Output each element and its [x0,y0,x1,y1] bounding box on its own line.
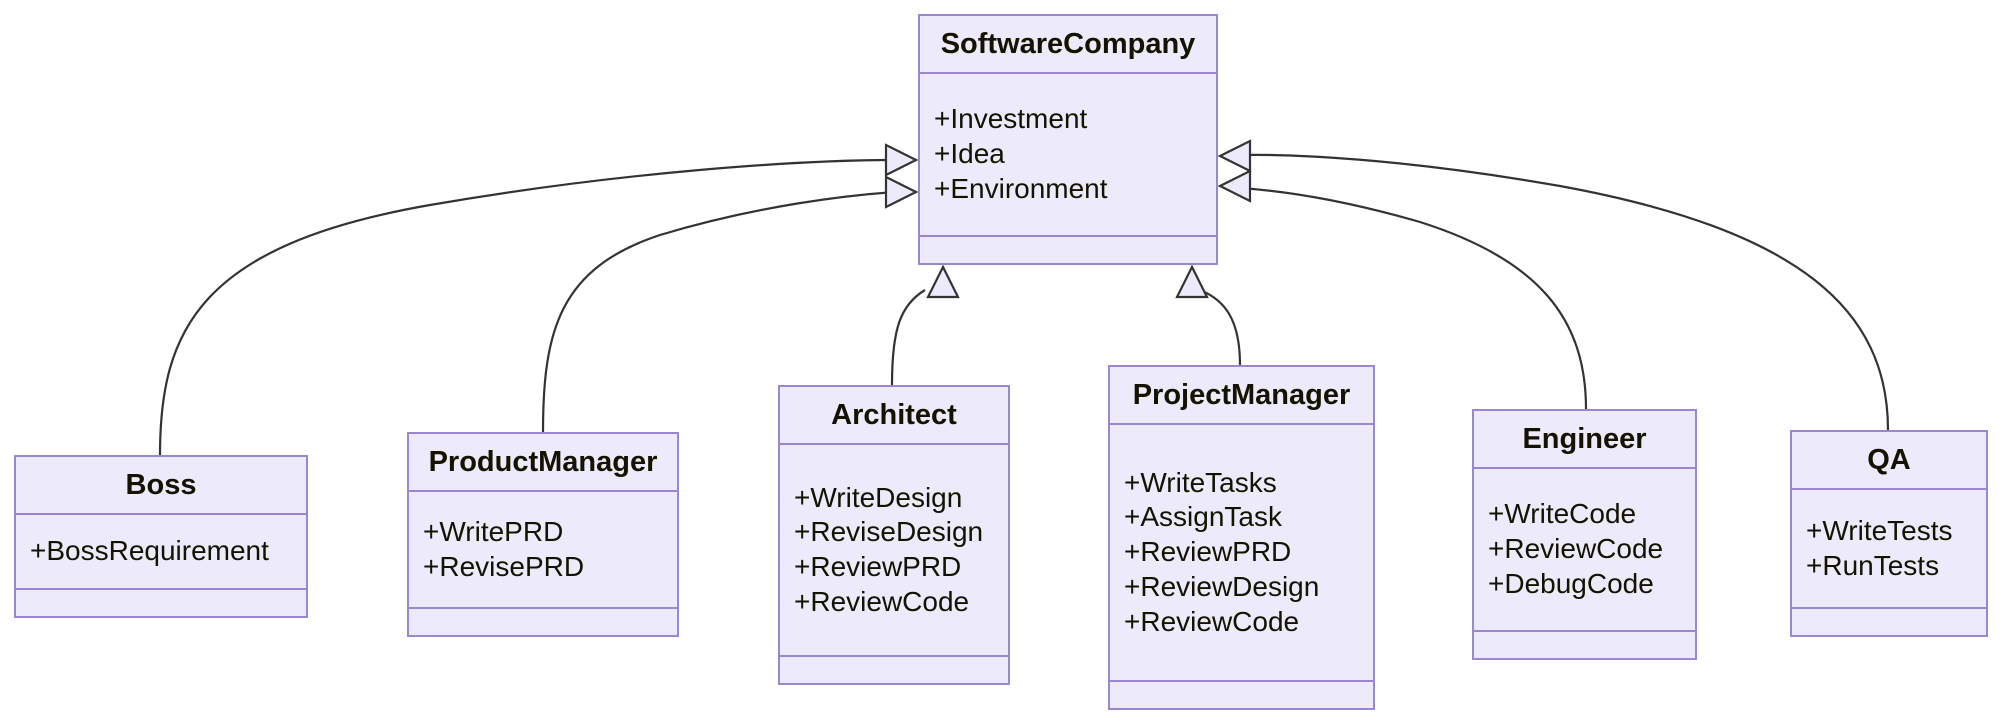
uml-class-product-manager[interactable]: ProductManager+WritePRD+RevisePRD [407,432,679,637]
methods-compartment-software-company [920,237,1216,263]
attributes-compartment-architect: +WriteDesign+ReviseDesign+ReviewPRD+Revi… [780,445,1008,657]
class-name-project-manager: ProjectManager [1110,367,1373,425]
class-name-software-company: SoftwareCompany [920,16,1216,74]
attributes-compartment-engineer: +WriteCode+ReviewCode+DebugCode [1474,469,1695,632]
class-name-product-manager: ProductManager [409,434,677,492]
uml-class-qa[interactable]: QA+WriteTests+RunTests [1790,430,1988,637]
attributes-compartment-project-manager: +WriteTasks+AssignTask+ReviewPRD+ReviewD… [1110,425,1373,682]
attributes-compartment-product-manager: +WritePRD+RevisePRD [409,492,677,609]
uml-class-project-manager[interactable]: ProjectManager+WriteTasks+AssignTask+Rev… [1108,365,1375,710]
hollow-triangle-arrow-icon [1175,264,1209,299]
attribute-item: +DebugCode [1488,567,1654,599]
hollow-triangle-arrow-icon [926,264,960,299]
uml-class-boss[interactable]: Boss +BossRequirement [14,455,308,618]
attribute-item: +ReviewCode [1488,533,1664,565]
attribute-item: +Investment [934,103,1088,135]
generalization-line [1199,288,1242,366]
attribute-item: +RunTests [1806,549,1940,581]
hollow-triangle-arrow-icon [884,175,919,209]
class-name-qa: QA [1792,432,1986,490]
attribute-item: +Environment [934,172,1108,204]
attribute-item: +ReviewCode [794,585,970,617]
methods-compartment-qa [1792,609,1986,635]
attribute-item: +ReviewDesign [1124,570,1320,602]
attribute-item: +ReviseDesign [794,516,984,548]
class-name-boss: Boss [16,457,306,515]
attribute-item: +AssignTask [1124,501,1282,533]
methods-compartment-engineer [1474,632,1695,658]
uml-class-architect[interactable]: Architect+WriteDesign+ReviseDesign+Revie… [778,385,1010,685]
methods-compartment-product-manager [409,609,677,635]
uml-class-software-company[interactable]: SoftwareCompany+Investment+Idea+Environm… [918,14,1218,265]
attribute-item: +WriteTasks [1124,466,1277,498]
attribute-item: +ReviewCode [1124,605,1300,637]
hollow-triangle-arrow-icon [884,143,919,177]
edge-project-manager [1175,264,1242,366]
attributes-compartment-software-company: +Investment+Idea+Environment [920,74,1216,237]
attribute-item: +WriteTests [1806,514,1953,546]
attribute-item: +WritePRD [423,515,564,547]
hollow-triangle-arrow-icon [1217,139,1252,173]
attributes-compartment-qa: +WriteTests+RunTests [1792,490,1986,609]
class-name-architect: Architect [780,387,1008,445]
hollow-triangle-arrow-icon [1217,169,1252,203]
attribute-item: +RevisePRD [423,550,585,582]
uml-class-engineer[interactable]: Engineer+WriteCode+ReviewCode+DebugCode [1472,409,1697,660]
edge-architect [890,264,960,386]
methods-compartment-architect [780,657,1008,683]
generalization-line [890,289,926,386]
attribute-item: +ReviewPRD [794,551,962,582]
attribute-item: +WriteCode [1488,498,1637,530]
attribute-item: +BossRequirement [30,535,269,567]
attribute-item: +WriteDesign [794,481,963,513]
attribute-item: +ReviewPRD [1124,536,1292,568]
class-name-engineer: Engineer [1474,411,1695,469]
attributes-compartment-boss: +BossRequirement [16,515,306,590]
methods-compartment-boss [16,590,306,616]
methods-compartment-project-manager [1110,682,1373,708]
attribute-item: +Idea [934,138,1005,170]
